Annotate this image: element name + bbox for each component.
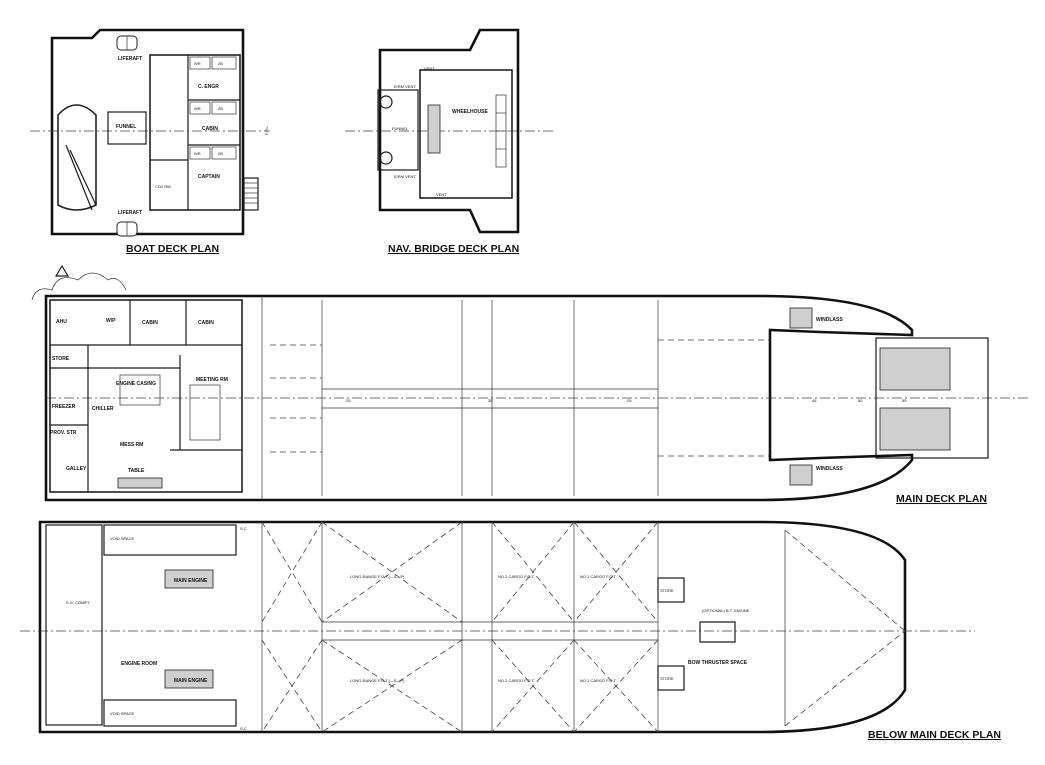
- sc-bottom-label: S.C.: [240, 726, 248, 731]
- ahu-label: AHU: [56, 319, 67, 325]
- windlass-port-icon: [789, 307, 813, 329]
- cargo2-top-label: NO.2 CARGO F.O.T.: [498, 574, 535, 579]
- optional-bt-engine-label: (OPTIONAL) B.T. ENGINE: [702, 608, 750, 613]
- berth-3: 2B: [218, 151, 223, 156]
- berth-2: 2B: [218, 106, 223, 111]
- warning-triangle-icon: [54, 264, 70, 277]
- funnel-label: FUNNEL: [116, 124, 136, 130]
- er-vent-bottom-label: E/RM VENT.: [394, 174, 416, 179]
- windlass-stbd-label: WINDLASS: [816, 466, 843, 472]
- bow-ramp: [875, 337, 989, 459]
- optional-bt-engine-icon: [699, 621, 736, 643]
- wheelhouse-label: WHEELHOUSE: [452, 109, 489, 115]
- sg-compt-label: S.G. COMPT.: [66, 600, 90, 605]
- below-main-deck-plan: MAIN ENGINE MAIN ENGINE ENGINE ROOM S.G.…: [20, 520, 1001, 741]
- long-range-top-label: LONG-RANGE F.O.T.(—S—P): [350, 574, 405, 579]
- main-engine-port-icon: [164, 569, 214, 589]
- void-space-top-label: VOID SPACE: [110, 536, 134, 541]
- nav-bridge-deck-plan: VENT. VENT. E/RM VENT. E/RM VENT. FUNNEL…: [345, 28, 555, 255]
- frame-35: 35: [488, 398, 493, 403]
- cargo1-top-label: NO.1 CARGO F.O.T.: [580, 574, 617, 579]
- prov-str-label: PROV. STR: [50, 430, 77, 436]
- c-engr-label: C. ENGR: [198, 84, 219, 90]
- table-label: TABLE: [128, 468, 145, 474]
- below-main-deck-title: BELOW MAIN DECK PLAN: [868, 729, 1001, 741]
- store-label: STORE: [52, 356, 70, 362]
- nav-funnel-label: FUNNEL: [392, 126, 409, 131]
- mess-rm-label: MESS RM: [120, 442, 143, 448]
- main-engine-stbd-icon: [164, 669, 214, 689]
- sc-top-label: S.C.: [240, 526, 248, 531]
- frame-55: 55: [902, 398, 907, 403]
- cabin-1-label: CABIN: [142, 320, 158, 326]
- wr-3: WR: [194, 151, 201, 156]
- boat-deck-plan: LIFERAFT LIFERAFT FUNNEL WR 2B WR 2B WR …: [30, 28, 270, 255]
- chiller-label: CHILLER: [92, 406, 114, 412]
- engine-casing-label: ENGINE CASING: [116, 381, 156, 387]
- main-engine-stbd-label: MAIN ENGINE: [174, 678, 208, 684]
- captain-label: CAPTAIN: [198, 174, 220, 180]
- bow-thruster-label: BOW THRUSTER SPACE: [688, 660, 748, 666]
- er-vent-top-label: E/RM VENT.: [394, 84, 416, 89]
- berth-1: 2B: [218, 61, 223, 66]
- frame-50: 50: [858, 398, 863, 403]
- frame-45: 45: [812, 398, 817, 403]
- boat-deck-fpl: F.P.L.: [264, 125, 269, 135]
- engine-room-label: ENGINE ROOM: [121, 661, 157, 667]
- meeting-rm-label: MEETING RM: [196, 377, 228, 383]
- nav-bridge-title: NAV. BRIDGE DECK PLAN: [388, 243, 519, 255]
- frame-25-a: 25: [346, 398, 351, 403]
- cabin-2-label: CABIN: [198, 320, 214, 326]
- co2-rm-label: CO2 RM: [155, 184, 171, 189]
- liferaft-top-label: LIFERAFT: [118, 56, 142, 62]
- vent-fan-top-icon: [379, 95, 393, 109]
- freezer-label: FREEZER: [52, 404, 76, 410]
- cargo2-bottom-label: NO.2 CARGO F.O.T.: [498, 678, 535, 683]
- vent-bottom-label: VENT.: [436, 192, 447, 197]
- main-engine-port-label: MAIN ENGINE: [174, 578, 208, 584]
- boat-deck-title: BOAT DECK PLAN: [126, 243, 219, 255]
- main-deck-title: MAIN DECK PLAN: [896, 493, 987, 505]
- void-space-bottom-label: VOID SPACE: [110, 711, 134, 716]
- wr-2: WR: [194, 106, 201, 111]
- cabin-label: CABIN: [202, 126, 218, 132]
- long-range-bottom-label: LONG-RANGE F.O.T.(—S—P): [350, 678, 405, 683]
- liferaft-bottom-label: LIFERAFT: [118, 210, 142, 216]
- vent-top-label: VENT.: [424, 66, 435, 71]
- vent-fan-bottom-icon: [379, 151, 393, 165]
- cargo1-bottom-label: NO.1 CARGO F.O.T.: [580, 678, 617, 683]
- frame-25-b: 25: [627, 398, 632, 403]
- store-bottom-label: STORE: [660, 676, 674, 681]
- wr-1: WR: [194, 61, 201, 66]
- main-deck-plan: AHU W/P CABIN CABIN STORE ENGINE CASING …: [31, 264, 1030, 505]
- store-top-label: STORE: [660, 588, 674, 593]
- galley-label: GALLEY: [66, 466, 87, 472]
- windlass-stbd-icon: [789, 464, 813, 486]
- wip-label: W/P: [106, 318, 116, 324]
- windlass-port-label: WINDLASS: [816, 317, 843, 323]
